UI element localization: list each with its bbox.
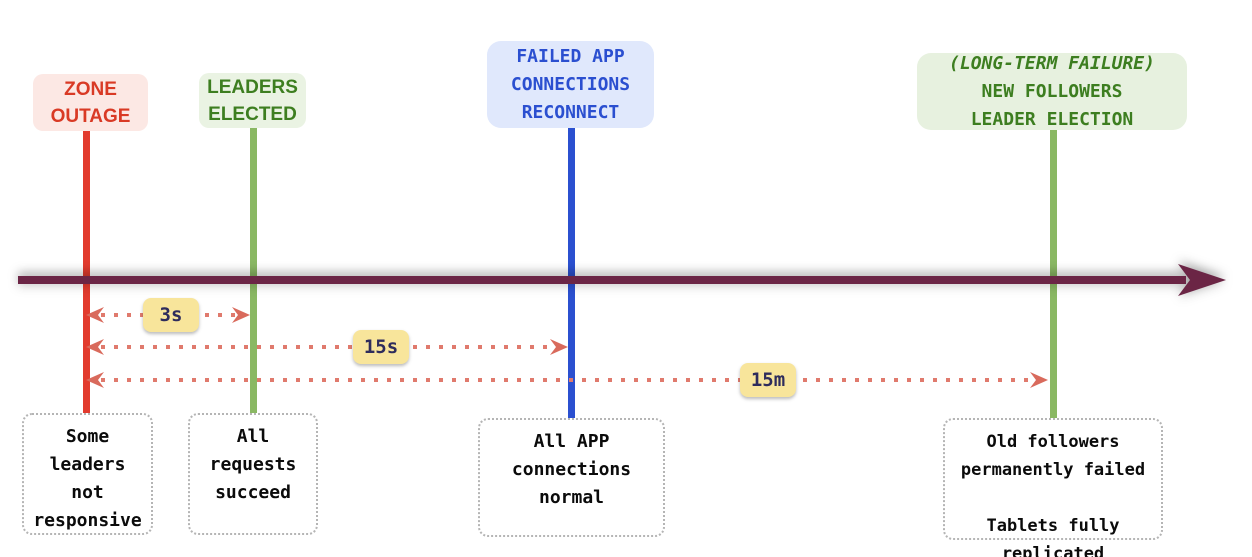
event-label-zone-outage: ZONE OUTAGE: [33, 74, 148, 131]
dotted-line: [101, 345, 553, 349]
event-line-failed-app: [568, 128, 575, 418]
event-line-leader-election: [1050, 130, 1057, 418]
note-box-all-requests-succeed: All requests succeed: [188, 413, 318, 535]
arrowhead-right-icon: [232, 307, 250, 323]
event-title: NEW FOLLOWERS LEADER ELECTION: [970, 80, 1134, 130]
arrowhead-left-icon: [86, 307, 104, 323]
event-subtitle: (LONG-TERM FAILURE): [949, 52, 1155, 74]
note-box-all-app-connections-normal: All APP connections normal: [478, 418, 665, 537]
event-title: LEADERS ELECTED: [207, 76, 298, 125]
event-label-leaders-elected: LEADERS ELECTED: [199, 73, 306, 128]
duration-label-15s: 15s: [353, 330, 409, 364]
arrowhead-left-icon: [86, 339, 104, 355]
timeline-shaft: [18, 276, 1186, 284]
note-box-old-followers-tablets-replicated: Old followers permanently failed Tablets…: [943, 418, 1163, 557]
event-label-new-followers-leader-election: (LONG-TERM FAILURE) NEW FOLLOWERS LEADER…: [917, 53, 1187, 130]
event-title: ZONE OUTAGE: [50, 78, 131, 127]
event-label-failed-app-connections: FAILED APP CONNECTIONS RECONNECT: [487, 41, 654, 128]
timeline-arrowhead-icon: [1178, 264, 1226, 296]
event-title: FAILED APP CONNECTIONS RECONNECT: [510, 45, 631, 123]
arrowhead-right-icon: [1030, 372, 1048, 388]
arrowhead-right-icon: [550, 339, 568, 355]
arrowhead-left-icon: [86, 372, 104, 388]
event-line-leaders-elected: [250, 127, 257, 413]
event-line-zone-outage: [83, 131, 90, 413]
duration-label-15m: 15m: [740, 363, 796, 397]
duration-label-3s: 3s: [143, 298, 199, 332]
note-box-some-leaders-not-responsive: Some leaders not responsive: [22, 413, 153, 535]
dotted-line: [101, 378, 1033, 382]
